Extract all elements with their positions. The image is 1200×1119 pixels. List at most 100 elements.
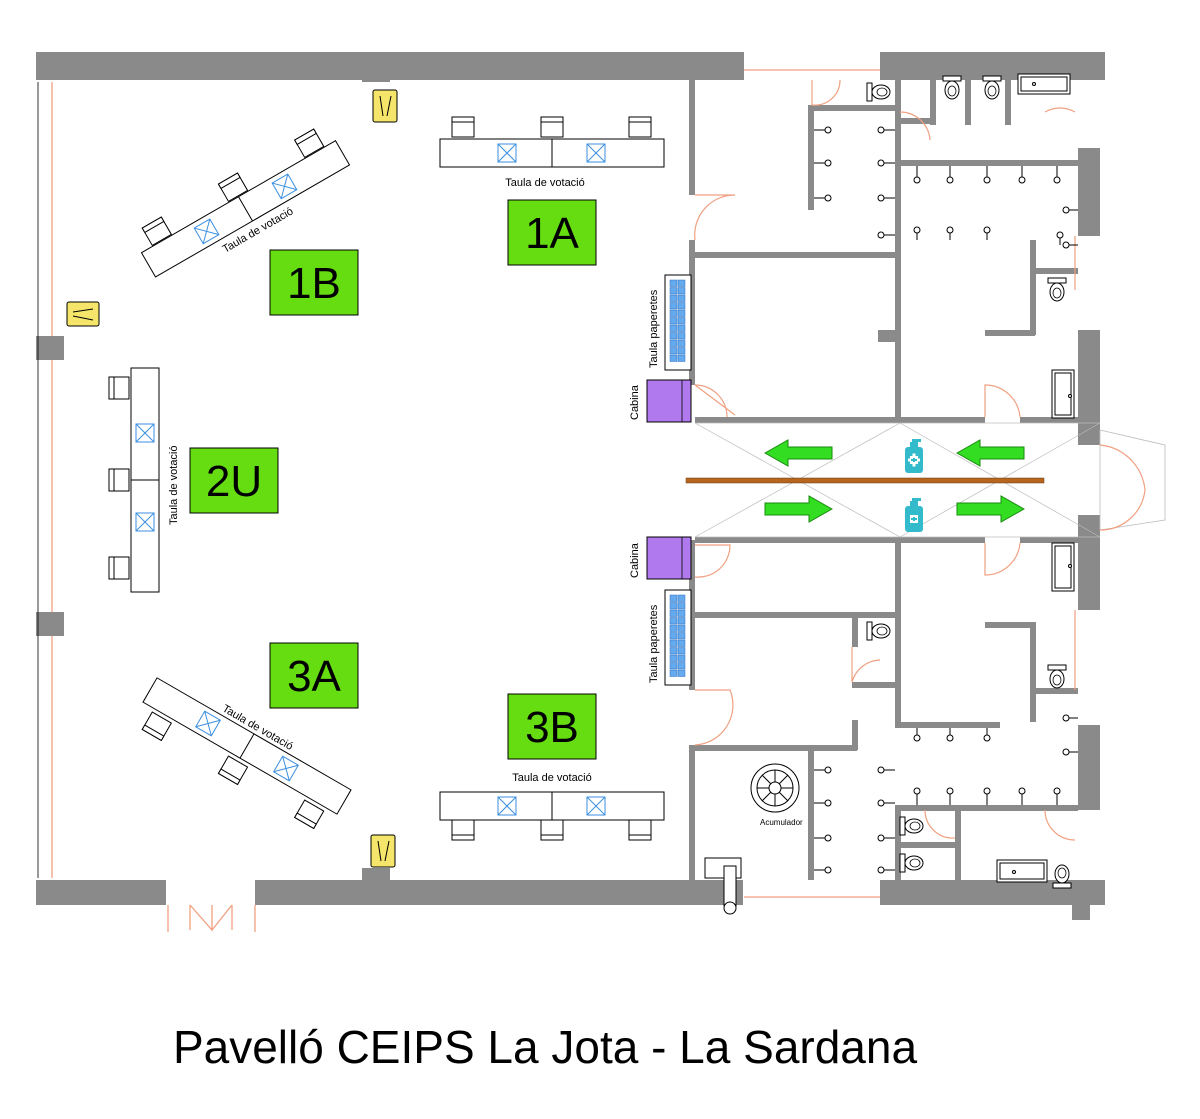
hook (913, 176, 921, 184)
hook (877, 159, 885, 167)
ballot-paper (669, 602, 678, 610)
ballot-paper (669, 609, 678, 617)
ballot-paper (669, 639, 678, 647)
toilet-icon (899, 816, 924, 836)
heater-label: Acumulador (760, 818, 803, 827)
svg-text:1B: 1B (287, 259, 341, 308)
hook (913, 226, 921, 234)
ballot-paper (669, 317, 678, 325)
ballot-table-label: Taula paperetes (648, 604, 660, 683)
hook (877, 866, 885, 874)
ballot-stack (669, 594, 686, 677)
ballot-paper (677, 632, 686, 640)
booth-top: Cabina (629, 379, 692, 423)
booth-label: Cabina (629, 542, 641, 578)
ballot-paper (677, 287, 686, 295)
hook (1062, 714, 1070, 722)
hook (946, 176, 954, 184)
hook (824, 159, 832, 167)
ballot-paper (677, 317, 686, 325)
main-entrance[interactable] (167, 904, 256, 932)
arrow-right-icon (764, 495, 834, 523)
hook (877, 126, 885, 134)
hook (946, 226, 954, 234)
fan-icon (750, 763, 800, 813)
ballot-paper (669, 332, 678, 340)
ballot-paper (677, 354, 686, 362)
ballot-paper (677, 279, 686, 287)
trash-bin-icon (66, 301, 100, 327)
zone-1A: 1A (507, 199, 597, 266)
ballot-paper (669, 302, 678, 310)
trash-bin-icon (370, 834, 396, 868)
ballot-paper (677, 654, 686, 662)
shower-tray-icon (1051, 542, 1075, 592)
ballot-paper (677, 332, 686, 340)
interior-doors[interactable] (694, 79, 1076, 841)
svg-text:2U: 2U (206, 457, 262, 506)
toilet-icon (942, 75, 962, 100)
ballot-paper (677, 294, 686, 302)
hook (946, 787, 954, 795)
zone-3A: 3A (269, 642, 359, 709)
ballot-paper (669, 617, 678, 625)
hand-sanitizer-icon (905, 498, 923, 532)
hook (824, 799, 832, 807)
interior-walls (689, 80, 1078, 885)
hook (1062, 206, 1070, 214)
toilet-icon (1047, 664, 1067, 689)
svg-text:3B: 3B (525, 703, 579, 752)
ballot-paper (669, 647, 678, 655)
hook (877, 231, 885, 239)
ballot-paper (669, 654, 678, 662)
ballot-paper (677, 594, 686, 602)
ballot-table-label: Taula paperetes (648, 289, 660, 368)
hook (877, 799, 885, 807)
ballot-paper (669, 347, 678, 355)
booth-bottom: Cabina (629, 536, 692, 580)
svg-text:1A: 1A (525, 209, 579, 258)
shower-tray-icon (996, 859, 1048, 883)
ballot-paper (677, 309, 686, 317)
voting-table-1A: Taula de votació (439, 116, 665, 189)
corridor-exit-door[interactable] (1099, 429, 1166, 531)
hook (877, 194, 885, 202)
hook (913, 734, 921, 742)
pipe-fixture (704, 857, 742, 915)
ballot-paper (669, 339, 678, 347)
ballot-paper (669, 632, 678, 640)
toilet-icon (866, 621, 891, 641)
ballot-paper (669, 354, 678, 362)
toilet-icon (866, 82, 891, 102)
hook (824, 834, 832, 842)
voting-table-2U: Taula de votació (108, 367, 180, 593)
ballot-table-top: Taula paperetes (648, 274, 692, 371)
hook (983, 176, 991, 184)
shower-trays (996, 73, 1075, 883)
ballot-paper (677, 617, 686, 625)
coat-hooks (814, 126, 1078, 874)
ballot-paper (677, 647, 686, 655)
direction-arrows (763, 439, 1026, 523)
arrow-left-icon (763, 439, 833, 467)
toilet-icon (1047, 277, 1067, 302)
zone-1B: 1B (269, 249, 359, 316)
ballot-paper (677, 624, 686, 632)
ballot-stack (669, 279, 686, 362)
ballot-paper (677, 339, 686, 347)
ballot-paper (677, 324, 686, 332)
shower-tray-icon (1017, 73, 1071, 95)
ballot-paper (669, 669, 678, 677)
hook (1053, 787, 1061, 795)
ballot-paper (677, 347, 686, 355)
hook (1018, 787, 1026, 795)
hand-sanitizer-icon (905, 439, 923, 473)
voting-table-3B: Taula de votació (439, 772, 665, 841)
arrow-right-icon (956, 495, 1026, 523)
toilet-icon (1052, 864, 1072, 889)
hook (1018, 176, 1026, 184)
ballot-paper (669, 279, 678, 287)
hook (824, 126, 832, 134)
arrow-left-icon (955, 439, 1025, 467)
